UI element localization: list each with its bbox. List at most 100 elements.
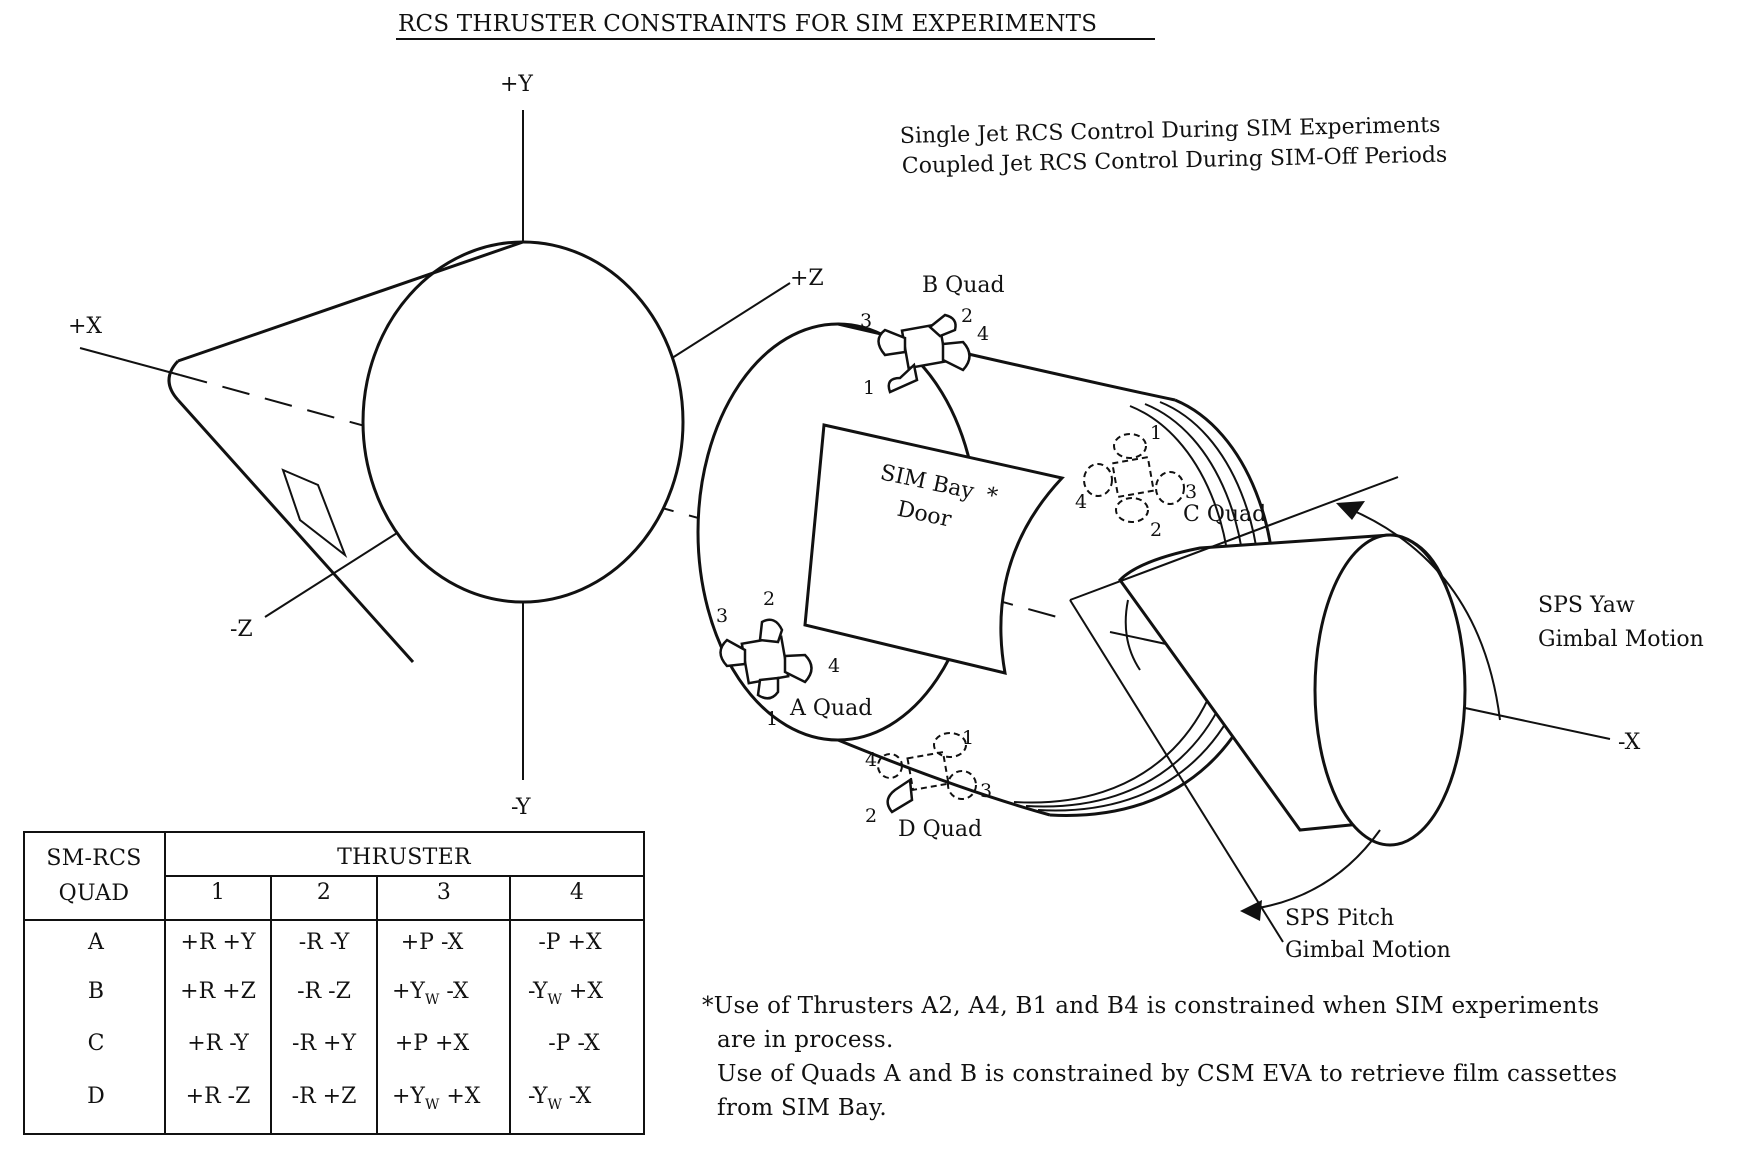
b-quad-num-4: 4	[977, 323, 989, 345]
a-quad-num-4: 4	[828, 655, 840, 677]
b-quad-num-1: 1	[863, 377, 875, 399]
footnote-line-4: from SIM Bay.	[717, 1095, 887, 1121]
table-row-c-t3: +P +X	[395, 1031, 470, 1056]
table-row-b-t1: +R +Z	[180, 979, 256, 1004]
table-row-d-t3-sub: W	[425, 1097, 440, 1113]
axis-label-minus-z: -Z	[230, 617, 253, 642]
table-row-d-t2: -R +Z	[292, 1084, 357, 1109]
c-quad-thrusters	[1083, 433, 1185, 523]
table-row-b-t4-sub: W	[548, 992, 563, 1008]
sim-bay-door-panel	[803, 423, 1065, 675]
command-module	[167, 240, 685, 664]
footnote-line-2: are in process.	[717, 1027, 894, 1053]
sps-nozzle-throat	[1124, 599, 1141, 671]
sps-nozzle-exit	[1313, 533, 1467, 847]
table-row-d-t3-rest: +X	[439, 1084, 480, 1109]
b-quad-label: B Quad	[922, 273, 1005, 298]
table-row-b-t4-main: -Y	[528, 979, 548, 1004]
table-row-c-quad: C	[88, 1031, 105, 1056]
b-quad-num-2: 2	[961, 305, 973, 327]
table-row-b-t4: -YW +X	[528, 979, 603, 1008]
footnote-line-3: Use of Quads A and B is constrained by C…	[717, 1061, 1617, 1087]
table-row-d-t4-sub: W	[548, 1097, 563, 1113]
table-row-b-t3: +YW -X	[392, 979, 469, 1008]
a-quad-num-2: 2	[763, 588, 775, 610]
table-row-c-t2: -R +Y	[292, 1031, 356, 1056]
table-row-d-t3-main: +Y	[392, 1084, 425, 1109]
axis-label-plus-z: +Z	[790, 266, 824, 291]
table-header-quad: QUAD	[59, 881, 130, 906]
a-quad-thrusters	[719, 618, 813, 700]
a-quad-num-1: 1	[766, 708, 778, 730]
table-row-b-t3-rest: -X	[439, 979, 469, 1004]
axis-label-plus-y: +Y	[500, 72, 533, 97]
d-quad-num-1: 1	[962, 727, 974, 749]
table-row-b-t4-rest: +X	[562, 979, 603, 1004]
sps-yaw-label-2: Gimbal Motion	[1538, 627, 1704, 652]
table-row-a-t3: +P -X	[401, 930, 464, 955]
table-row-b-t3-main: +Y	[392, 979, 425, 1004]
cm-heat-shield	[361, 240, 685, 604]
d-quad-num-4: 4	[865, 749, 877, 771]
table-row-d-t4-main: -Y	[528, 1084, 548, 1109]
table-row-d-t4: -YW -X	[528, 1084, 592, 1113]
c-quad-num-3: 3	[1185, 481, 1197, 503]
b-quad-thrusters	[877, 313, 971, 394]
table-col-header-2: 2	[317, 880, 331, 905]
table-header-smrcs: SM-RCS	[46, 846, 141, 871]
d-quad-thrusters	[877, 732, 977, 814]
d-quad-label: D Quad	[898, 817, 982, 842]
sim-bay-asterisk: *	[984, 483, 1000, 510]
sps-pitch-label-2: Gimbal Motion	[1285, 938, 1451, 963]
thruster-table: SM-RCS QUAD THRUSTER 1 2 3 4 A +R +Y -R …	[23, 831, 645, 1135]
yaw-gimbal-line	[1069, 476, 1399, 601]
c-quad-num-2: 2	[1150, 519, 1162, 541]
pitch-arrowhead	[1240, 900, 1262, 921]
table-col-header-1: 1	[211, 880, 225, 905]
d-quad-num-2: 2	[865, 805, 877, 827]
table-row-a-t4: -P +X	[538, 930, 602, 955]
table-header-thruster: THRUSTER	[337, 845, 472, 870]
table-row-d-t3: +YW +X	[392, 1084, 481, 1113]
table-row-d-t1: +R -Z	[186, 1084, 251, 1109]
c-quad-num-1: 1	[1150, 422, 1162, 444]
c-quad-num-4: 4	[1075, 491, 1087, 513]
table-row-a-t2: -R -Y	[299, 930, 350, 955]
footnote-line-1: *Use of Thrusters A2, A4, B1 and B4 is c…	[702, 993, 1599, 1019]
table-grid	[23, 831, 645, 1135]
a-quad-num-3: 3	[716, 605, 728, 627]
pitch-arc	[1244, 829, 1381, 911]
cm-cone-lower	[176, 398, 415, 664]
table-col-header-4: 4	[570, 880, 584, 905]
table-col-header-3: 3	[437, 880, 451, 905]
table-row-a-quad: A	[87, 930, 105, 955]
sps-pitch-label-1: SPS Pitch	[1285, 906, 1394, 931]
table-row-b-t3-sub: W	[425, 992, 440, 1008]
yaw-arc	[1339, 504, 1501, 721]
sm-bottom-edge	[837, 738, 1051, 817]
axis-label-plus-x: +X	[68, 314, 102, 339]
b-quad-num-3: 3	[860, 310, 872, 332]
cm-apex	[167, 359, 180, 402]
gimbal-geometry	[1069, 476, 1501, 943]
table-row-c-t4: -P -X	[548, 1031, 600, 1056]
cm-cone-upper	[177, 240, 524, 363]
axis-label-minus-y: -Y	[511, 795, 531, 820]
table-row-c-t1: +R -Y	[187, 1031, 249, 1056]
table-row-a-t1: +R +Y	[181, 930, 256, 955]
sps-yaw-label-1: SPS Yaw	[1538, 593, 1635, 618]
a-quad-label: A Quad	[789, 696, 872, 721]
table-row-b-t2: -R -Z	[297, 979, 351, 1004]
sps-nozzle	[1118, 533, 1467, 847]
x-axis-front	[79, 347, 181, 376]
table-row-d-t4-rest: -X	[562, 1084, 592, 1109]
c-quad-label: C Quad	[1183, 502, 1266, 527]
table-row-d-quad: D	[87, 1084, 105, 1109]
axis-label-minus-x: -X	[1618, 730, 1641, 755]
control-note-coupled-jet: Coupled Jet RCS Control During SIM-Off P…	[902, 143, 1448, 179]
d-quad-num-3: 3	[980, 780, 992, 802]
cm-hatch-window	[281, 468, 348, 559]
table-row-b-quad: B	[88, 979, 104, 1004]
diagram-title: RCS THRUSTER CONSTRAINTS FOR SIM EXPERIM…	[398, 11, 1097, 37]
